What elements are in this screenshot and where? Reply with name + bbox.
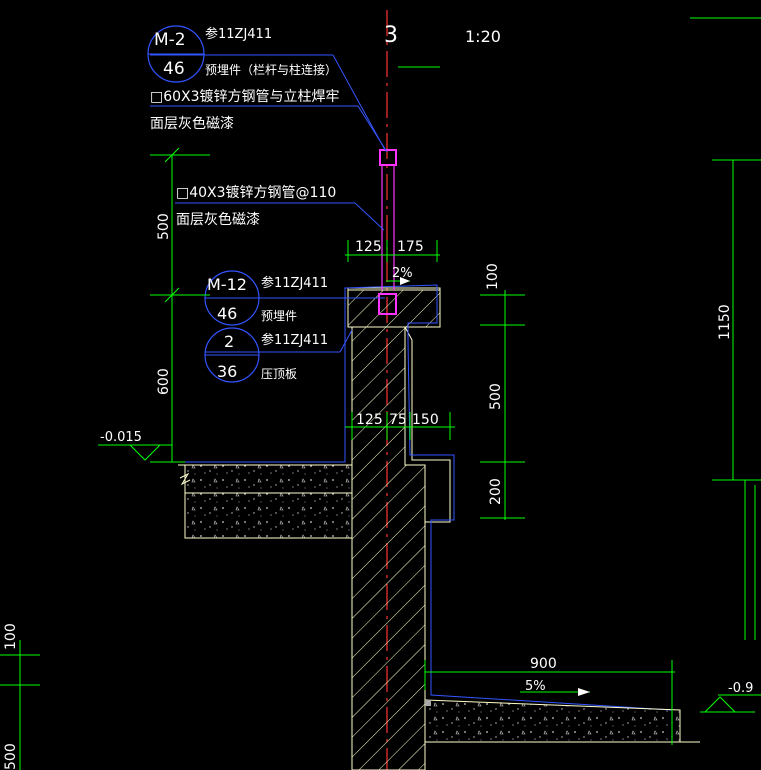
finish-note-1: 面层灰色磁漆 (150, 115, 234, 132)
embedded-note-1: 预埋件（栏杆与柱连接） (205, 62, 337, 77)
slope-2-label: 2% (392, 266, 413, 281)
detail-3-bottom: 36 (217, 362, 237, 381)
detail-3-top: 2 (224, 332, 234, 351)
detail-bubble-2 (204, 270, 260, 326)
axis-number: 3 (384, 23, 398, 48)
dim-1150: 1150 (717, 304, 733, 340)
leader-lines (150, 54, 388, 353)
detail-2-bottom: 46 (217, 304, 237, 323)
coping-slab (347, 289, 441, 328)
ground-left (178, 464, 353, 539)
dimension-lines (0, 17, 761, 770)
dim-500-left: 500 (156, 213, 172, 240)
steel-tube-40-note: □40X3镀锌方钢管@110 (176, 184, 336, 201)
coping-note: 压顶板 (261, 367, 297, 381)
detail-1-top: M-2 (154, 30, 186, 50)
dim-500-far-left: 500 (3, 743, 19, 770)
ref-code-1: 参11ZJ411 (205, 26, 272, 42)
ref-code-3: 参11ZJ411 (261, 332, 328, 348)
dim-500-right: 500 (488, 383, 504, 410)
steel-tube-60-note: □60X3镀锌方钢管与立柱焊牢 (150, 88, 340, 105)
slope-2-arrow (400, 277, 410, 285)
level-right-label: -0.9 (728, 681, 753, 696)
dim-175-top: 175 (397, 239, 424, 255)
finish-outline (185, 284, 673, 711)
drawing-scale: 1:20 (465, 27, 501, 46)
detail-1-bottom: 46 (163, 59, 185, 79)
dim-125-top: 125 (355, 239, 382, 255)
wall-section (351, 326, 426, 770)
detail-2-top: M-12 (207, 275, 247, 294)
ref-code-2: 参11ZJ411 (261, 275, 328, 291)
slope-5-label: 5% (525, 679, 546, 694)
dim-100-right: 100 (485, 263, 501, 290)
dim-150-mid: 150 (412, 412, 439, 428)
dim-125-mid: 125 (356, 412, 383, 428)
ground-right (424, 699, 700, 743)
detail-bubble-1 (147, 25, 205, 83)
detail-bubble-3 (204, 327, 260, 383)
dim-600-left: 600 (156, 368, 172, 395)
slope-5-arrow (578, 688, 590, 696)
finish-note-2: 面层灰色磁漆 (176, 211, 260, 228)
dim-75-mid: 75 (389, 412, 407, 428)
dim-100-far-left: 100 (3, 623, 19, 650)
dim-900: 900 (530, 656, 557, 672)
dim-200-right: 200 (488, 478, 504, 505)
level-left-label: -0.015 (100, 430, 142, 445)
embedded-note-2: 预埋件 (261, 309, 297, 323)
